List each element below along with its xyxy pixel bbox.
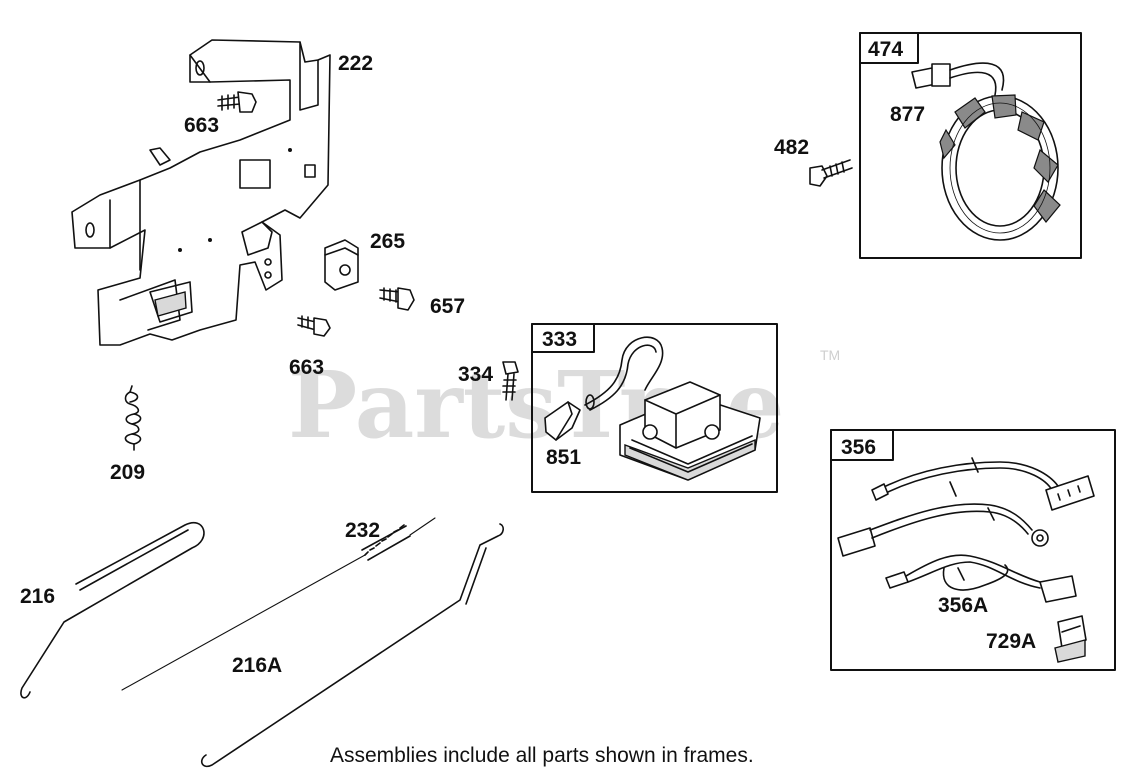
label-216A: 216A (232, 654, 282, 677)
frame-label-333: 333 (542, 328, 577, 351)
cable-232 (121, 517, 436, 691)
label-265: 265 (370, 230, 405, 253)
screw-663-top (217, 91, 257, 113)
frame-474 (859, 32, 1082, 259)
screw-663-bottom (297, 315, 331, 337)
label-663-top: 663 (184, 114, 219, 137)
label-209: 209 (110, 461, 145, 484)
label-663-bottom: 663 (289, 356, 324, 379)
label-334: 334 (458, 363, 493, 386)
label-356A: 356A (938, 594, 988, 617)
ignition-coil (584, 336, 761, 481)
frame-333 (531, 323, 778, 493)
clip-265 (324, 239, 359, 291)
rod-216A (200, 523, 504, 768)
label-657: 657 (430, 295, 465, 318)
control-bracket-222 (71, 39, 331, 346)
caption: Assemblies include all parts shown in fr… (330, 744, 754, 767)
terminal-851 (544, 401, 581, 441)
frame-label-356: 356 (841, 436, 876, 459)
clip-729A (1054, 615, 1087, 663)
screw-657 (379, 287, 415, 311)
label-851: 851 (546, 446, 581, 469)
label-482: 482 (774, 136, 809, 159)
watermark-tm: TM (820, 347, 840, 363)
screw-334 (502, 361, 519, 401)
label-729A: 729A (986, 630, 1036, 653)
label-877: 877 (890, 103, 925, 126)
screw-482 (809, 159, 853, 187)
label-216: 216 (20, 585, 55, 608)
label-232: 232 (345, 519, 380, 542)
wiring-harness-356 (837, 457, 1095, 603)
frame-label-474: 474 (868, 38, 903, 61)
stator-assembly (911, 62, 1061, 241)
spring-209 (124, 385, 142, 451)
label-222: 222 (338, 52, 373, 75)
rod-216 (20, 522, 205, 699)
frame-356 (830, 429, 1116, 671)
